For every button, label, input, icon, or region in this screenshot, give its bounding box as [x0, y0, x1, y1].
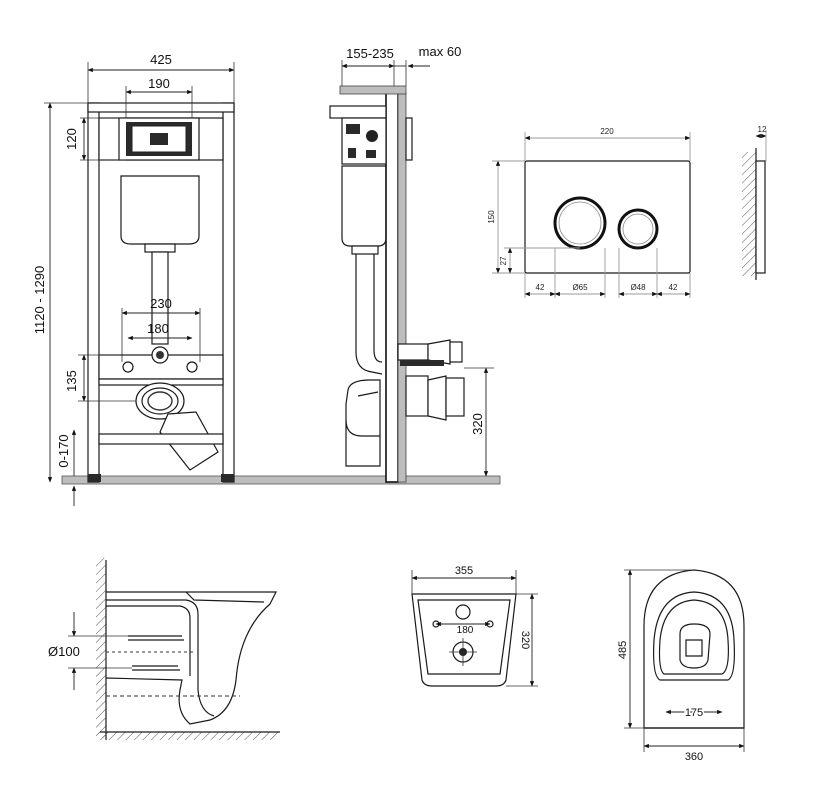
- dim-large-button: Ø65: [572, 283, 588, 292]
- dim-plate-height-150: 150: [487, 210, 496, 224]
- dim-drain-height: 135: [64, 370, 79, 392]
- dim-plate-width: 190: [148, 76, 170, 91]
- dim-stud-inner: 180: [147, 321, 169, 336]
- dim-bowl-height: 320: [519, 631, 531, 649]
- dim-bowl-length: 485: [617, 641, 629, 659]
- bowl-side-view: Ø100: [48, 558, 280, 740]
- dim-plate-width-220: 220: [600, 127, 614, 136]
- dim-stud-outer: 230: [150, 296, 172, 311]
- dim-outlet-diameter: Ø100: [48, 644, 80, 659]
- dim-small-button: Ø48: [630, 283, 646, 292]
- dim-outlet-height: 320: [470, 413, 485, 435]
- dim-margin-left: 42: [536, 283, 545, 292]
- frame-front-view: 425 190 120 1120 - 1290 230 180 135 0-17…: [32, 52, 501, 506]
- dim-frame-height: 1120 - 1290: [32, 266, 47, 334]
- dim-max-depth: max 60: [419, 44, 462, 59]
- dim-bowl-top-width: 360: [685, 751, 703, 763]
- bowl-top-view: 175 485 360: [617, 569, 745, 763]
- dim-plate-thickness: 12: [758, 125, 767, 134]
- bowl-back-view: 355 180 320: [411, 565, 538, 687]
- dim-offset-27: 27: [499, 256, 508, 265]
- dim-margin-right: 42: [669, 283, 678, 292]
- dim-depth-range: 155-235: [346, 46, 394, 61]
- flush-plate-view: 220 150 27 42 Ø65 Ø48 42 12: [487, 125, 767, 298]
- dim-inner-spacing: 175: [685, 707, 703, 719]
- dim-leg-range: 0-170: [56, 434, 71, 467]
- dim-hole-spacing: 180: [457, 625, 474, 636]
- dim-bowl-width: 355: [455, 565, 473, 577]
- frame-side-view: 155-235 max 60 320: [329, 44, 494, 483]
- dim-plate-height: 120: [64, 128, 79, 150]
- dim-frame-width: 425: [150, 52, 172, 67]
